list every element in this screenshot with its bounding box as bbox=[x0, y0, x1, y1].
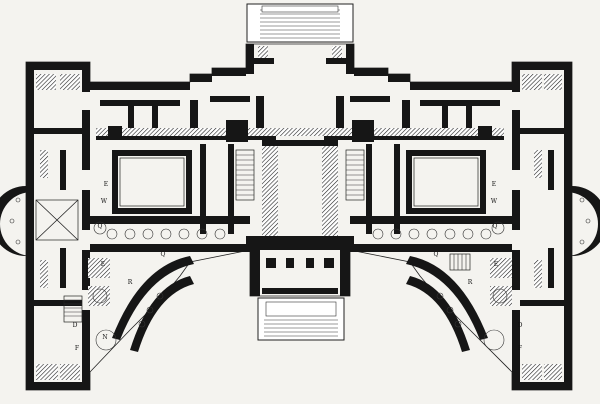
west-stair bbox=[63, 295, 83, 323]
left-stair bbox=[235, 149, 255, 201]
room-letter-left-r: R bbox=[128, 279, 133, 286]
room-letter-right-q2: Q bbox=[434, 251, 439, 258]
room-letter-right-e2: E bbox=[494, 261, 498, 268]
room-letter-right-q1: Q bbox=[493, 223, 498, 230]
right-wing-walls bbox=[512, 62, 600, 390]
right-stair bbox=[345, 149, 365, 201]
south-portico-steps bbox=[264, 301, 338, 337]
stair-halls bbox=[200, 144, 400, 234]
room-letter-left-w: W bbox=[101, 198, 108, 205]
left-gallery bbox=[90, 216, 250, 252]
room-letter-right-e: E bbox=[492, 181, 496, 188]
room-letters: E W Q Q E R D N F E W Q Q E R D F bbox=[73, 181, 523, 352]
room-letter-right-w: W bbox=[491, 198, 498, 205]
room-letter-right-f: F bbox=[518, 345, 522, 352]
room-letter-left-f: F bbox=[75, 345, 79, 352]
room-letter-left-e2: E bbox=[101, 261, 105, 268]
central-hall bbox=[246, 140, 354, 296]
room-letter-left-q1: Q bbox=[98, 223, 103, 230]
room-letter-left-d: D bbox=[73, 322, 78, 329]
north-range-walls bbox=[90, 44, 512, 142]
courtyards bbox=[112, 150, 486, 214]
right-curved-wing bbox=[406, 256, 512, 352]
right-gallery bbox=[350, 216, 512, 252]
room-letter-left-n: N bbox=[102, 334, 107, 341]
left-curved-wing bbox=[88, 256, 194, 352]
room-letter-left-q2: Q bbox=[161, 251, 166, 258]
room-letter-left-e: E bbox=[104, 181, 108, 188]
east-stair bbox=[449, 253, 471, 271]
outer-walls bbox=[246, 3, 354, 341]
room-letter-right-r: R bbox=[468, 279, 473, 286]
left-wing-walls bbox=[0, 62, 90, 390]
north-portico-steps bbox=[260, 5, 340, 39]
room-letter-right-d: D bbox=[518, 322, 523, 329]
